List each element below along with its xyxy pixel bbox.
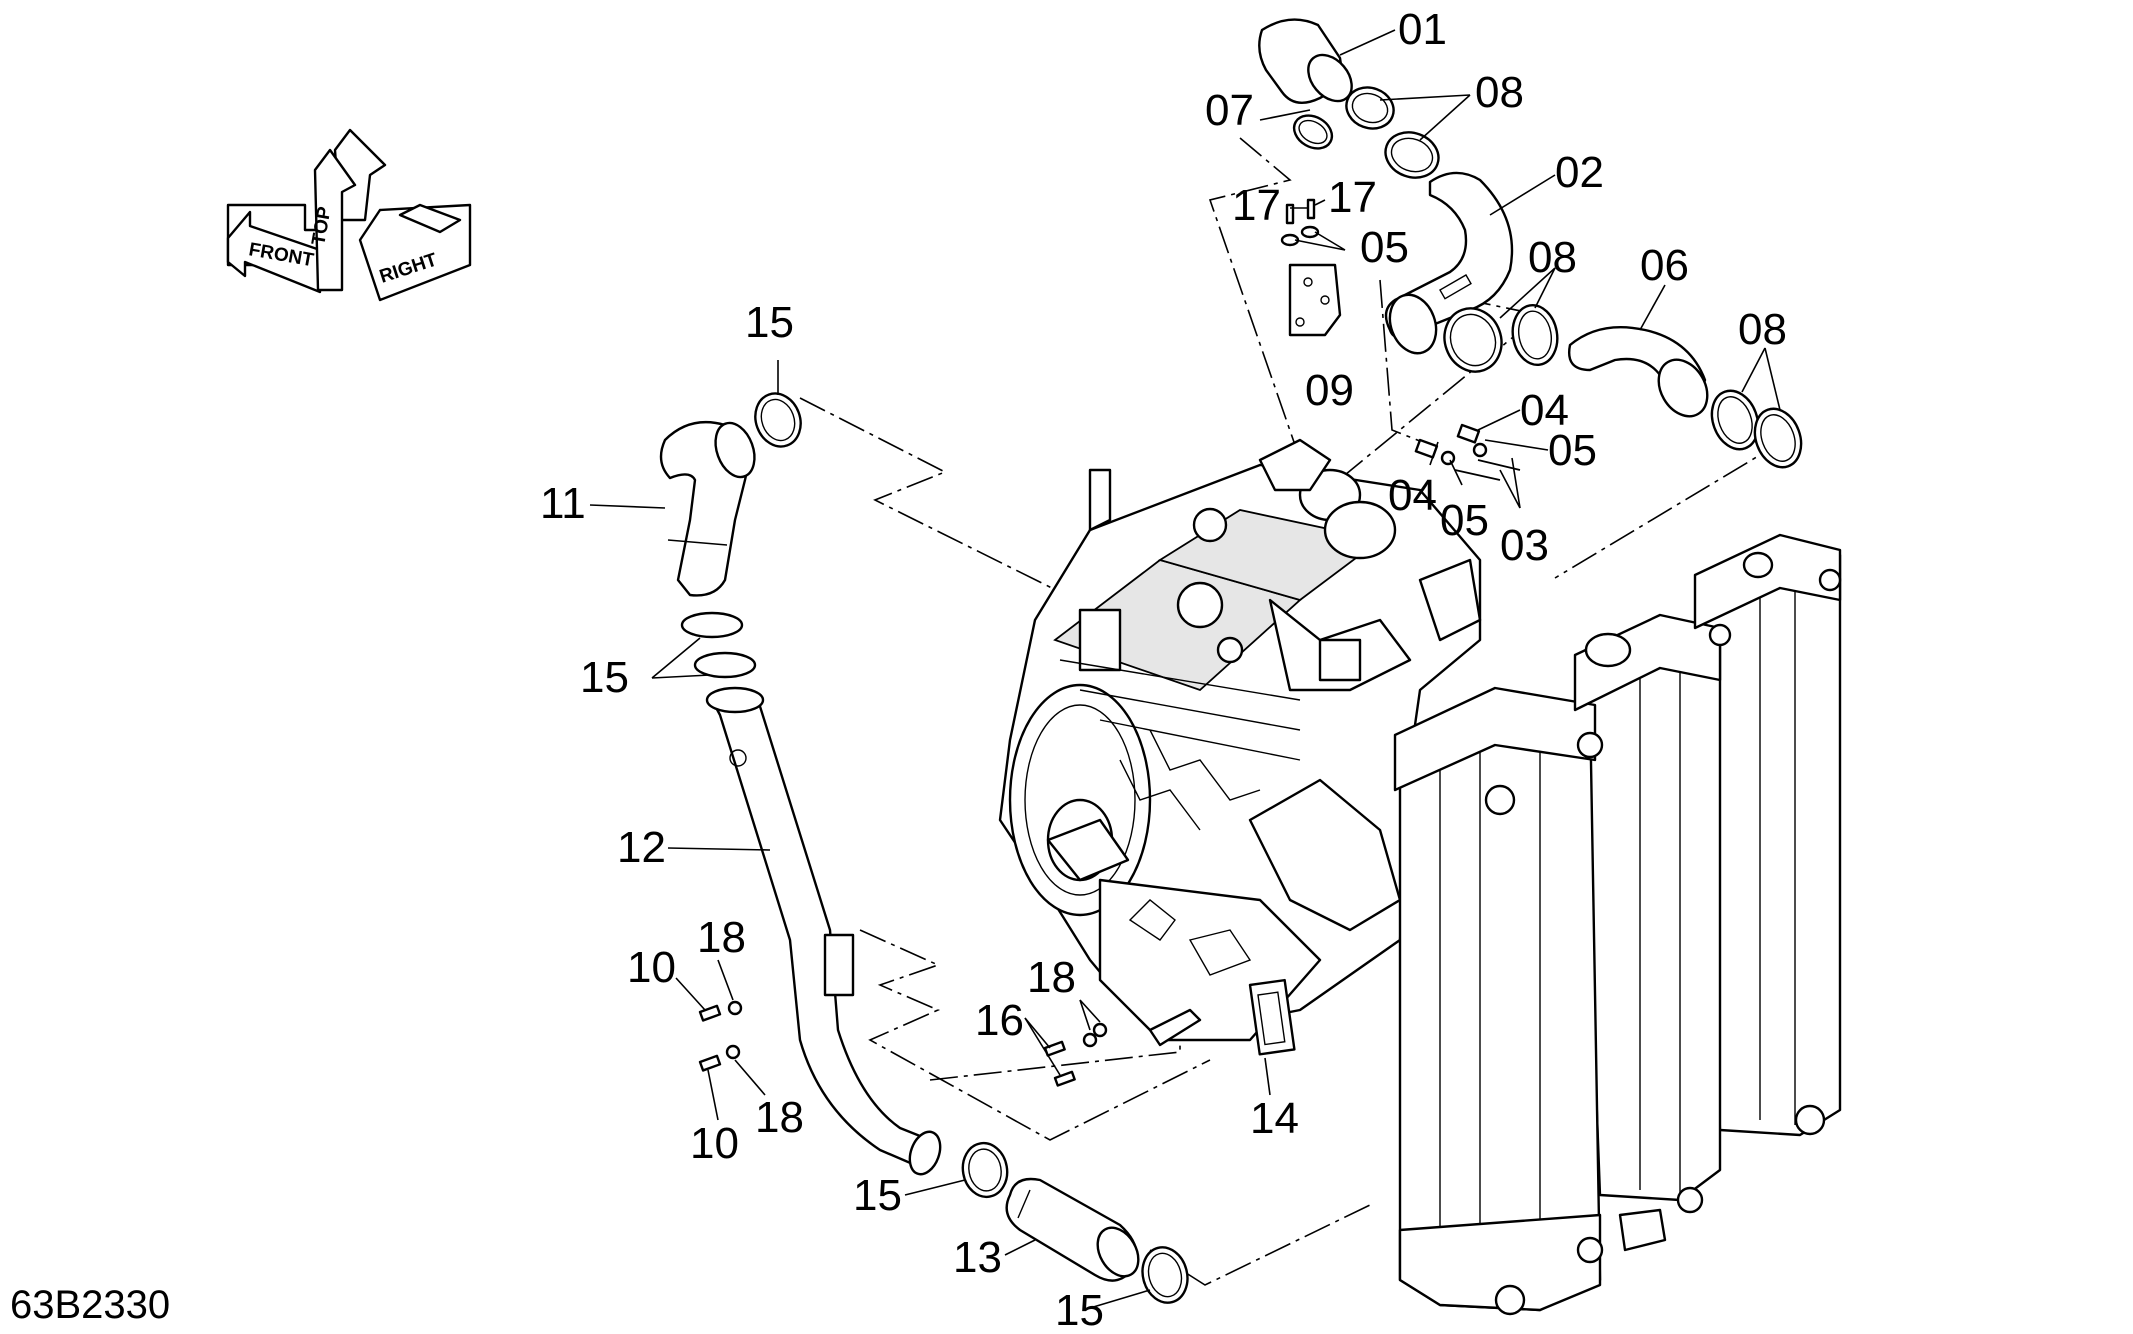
clamp-08-top xyxy=(1345,86,1440,179)
clamp-15-top xyxy=(754,392,802,448)
orientation-badge: FRONT TOP RIGHT xyxy=(226,128,472,302)
clamp-15-bottom xyxy=(1141,1246,1189,1304)
callout-14: 14 xyxy=(1250,1094,1299,1143)
hose-13 xyxy=(1005,1177,1140,1282)
pipe-12 xyxy=(705,686,942,1176)
callout-17-right: 17 xyxy=(1328,173,1377,222)
radiator-assembly xyxy=(1393,533,1842,1316)
callout-18-left-lower: 18 xyxy=(755,1093,804,1142)
clamp-08-right xyxy=(1710,389,1803,469)
clamp-15-mid xyxy=(680,611,757,679)
bracket-09 xyxy=(1288,263,1342,337)
callout-08-mid: 08 xyxy=(1528,233,1577,282)
clamp-07 xyxy=(1292,114,1334,150)
callout-17-left: 17 xyxy=(1232,181,1281,230)
callout-18-left-upper: 18 xyxy=(697,913,746,962)
callout-11: 11 xyxy=(540,479,586,528)
callout-06: 06 xyxy=(1640,241,1689,290)
bolts-16-18 xyxy=(1043,1022,1108,1087)
callout-15-top: 15 xyxy=(745,298,794,347)
callout-10-upper: 10 xyxy=(627,943,676,992)
callout-16: 16 xyxy=(975,996,1024,1045)
engine-block xyxy=(998,438,1482,1056)
leader-lines xyxy=(589,29,1781,1309)
callout-03: 03 xyxy=(1500,521,1549,570)
callout-18-center: 18 xyxy=(1027,953,1076,1002)
callout-labels: 01 02 03 04 04 05 05 05 06 07 08 08 08 0… xyxy=(540,5,1787,1334)
callout-10-lower: 10 xyxy=(690,1119,739,1168)
callout-05-lower: 05 xyxy=(1440,496,1489,545)
clamp-08-mid xyxy=(1443,304,1559,373)
bolts-17 xyxy=(1280,198,1320,247)
callout-05-upper: 05 xyxy=(1360,223,1409,272)
clamp-15-low xyxy=(961,1141,1009,1199)
callout-09: 09 xyxy=(1305,366,1354,415)
callout-15-mid: 15 xyxy=(580,653,629,702)
bolts-10-18 xyxy=(698,1000,743,1072)
callout-13: 13 xyxy=(953,1233,1002,1282)
callout-01: 01 xyxy=(1398,5,1447,54)
callout-05-right: 05 xyxy=(1548,426,1597,475)
drawing-code: 63B2330 xyxy=(10,1283,170,1327)
hose-11 xyxy=(659,421,756,597)
callout-15-bottom: 15 xyxy=(1055,1286,1104,1334)
callout-12: 12 xyxy=(617,823,666,872)
hose-02 xyxy=(1384,171,1514,355)
callout-04-upper: 04 xyxy=(1520,386,1569,435)
callout-08-top: 08 xyxy=(1475,68,1524,117)
hose-06 xyxy=(1568,325,1709,418)
callout-08-right: 08 xyxy=(1738,305,1787,354)
callout-02: 02 xyxy=(1555,148,1604,197)
callout-04-lower: 04 xyxy=(1388,471,1437,520)
callout-15-low: 15 xyxy=(853,1171,902,1220)
callout-07: 07 xyxy=(1205,86,1254,135)
hose-01 xyxy=(1258,18,1353,104)
